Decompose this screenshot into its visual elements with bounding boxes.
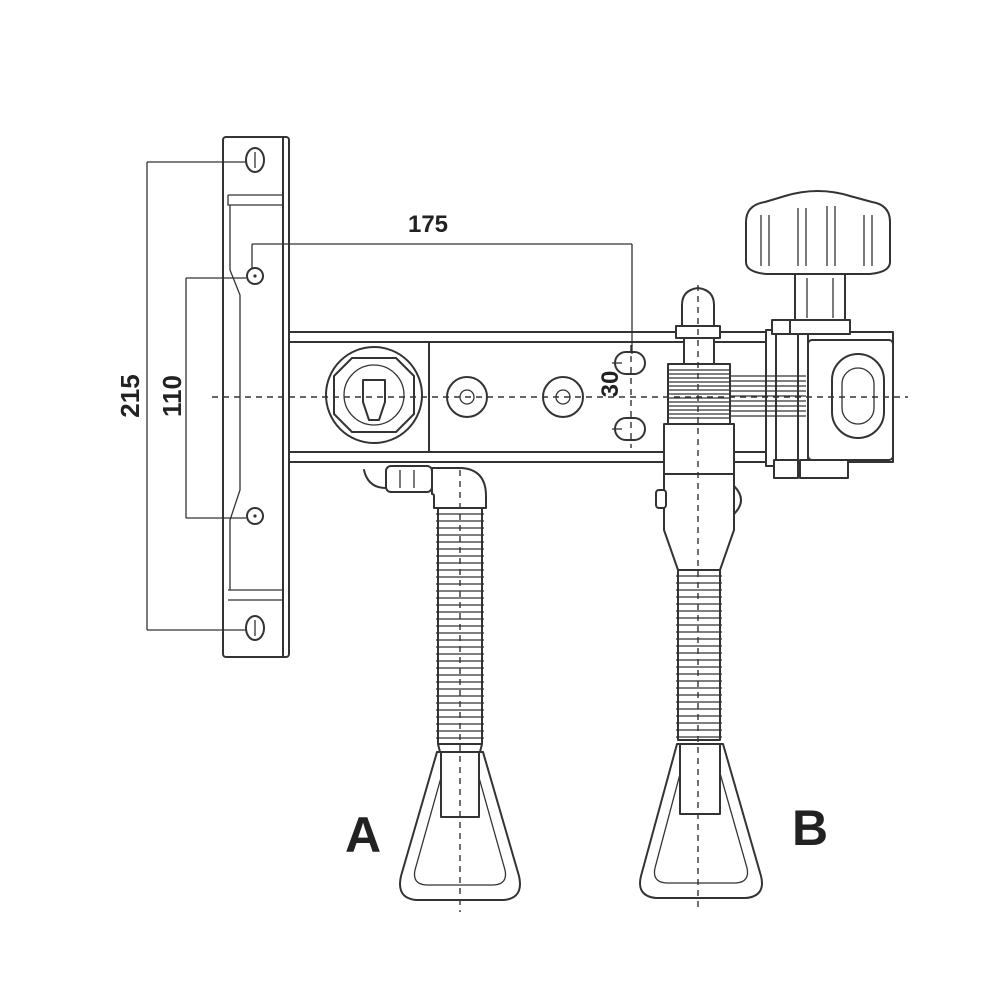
clamp-knob (745, 190, 891, 335)
dimension-arm-length: 175 (251, 211, 633, 354)
thread-lines-b (668, 369, 730, 419)
dimension-label-215: 215 (115, 374, 145, 417)
dimension-label-110: 110 (157, 375, 187, 417)
mounting-hole-bottom (245, 615, 265, 641)
dimension-overall-height: 215 (115, 161, 246, 631)
hose-assembly-a (363, 465, 487, 761)
thread-lines-clamp (730, 375, 806, 417)
dimension-slot-spacing: 30 (597, 362, 624, 430)
mounting-hole-lower (246, 507, 264, 525)
pivot-nut (325, 346, 423, 444)
hose-ribs-b (676, 575, 722, 738)
label-variant-b: B (792, 800, 828, 856)
mounting-hole-upper (246, 267, 264, 285)
threaded-rod-b (655, 287, 806, 741)
horizontal-arm (288, 319, 894, 479)
dimension-label-30: 30 (597, 371, 624, 398)
mounting-hole-top (245, 147, 265, 173)
arm-end-block (807, 339, 894, 461)
center-lines (212, 285, 908, 912)
dimension-label-175: 175 (408, 211, 448, 238)
dimension-hole-spacing: 110 (157, 277, 246, 519)
stirrup-handle-b (639, 743, 763, 899)
label-variant-a: A (345, 807, 381, 863)
